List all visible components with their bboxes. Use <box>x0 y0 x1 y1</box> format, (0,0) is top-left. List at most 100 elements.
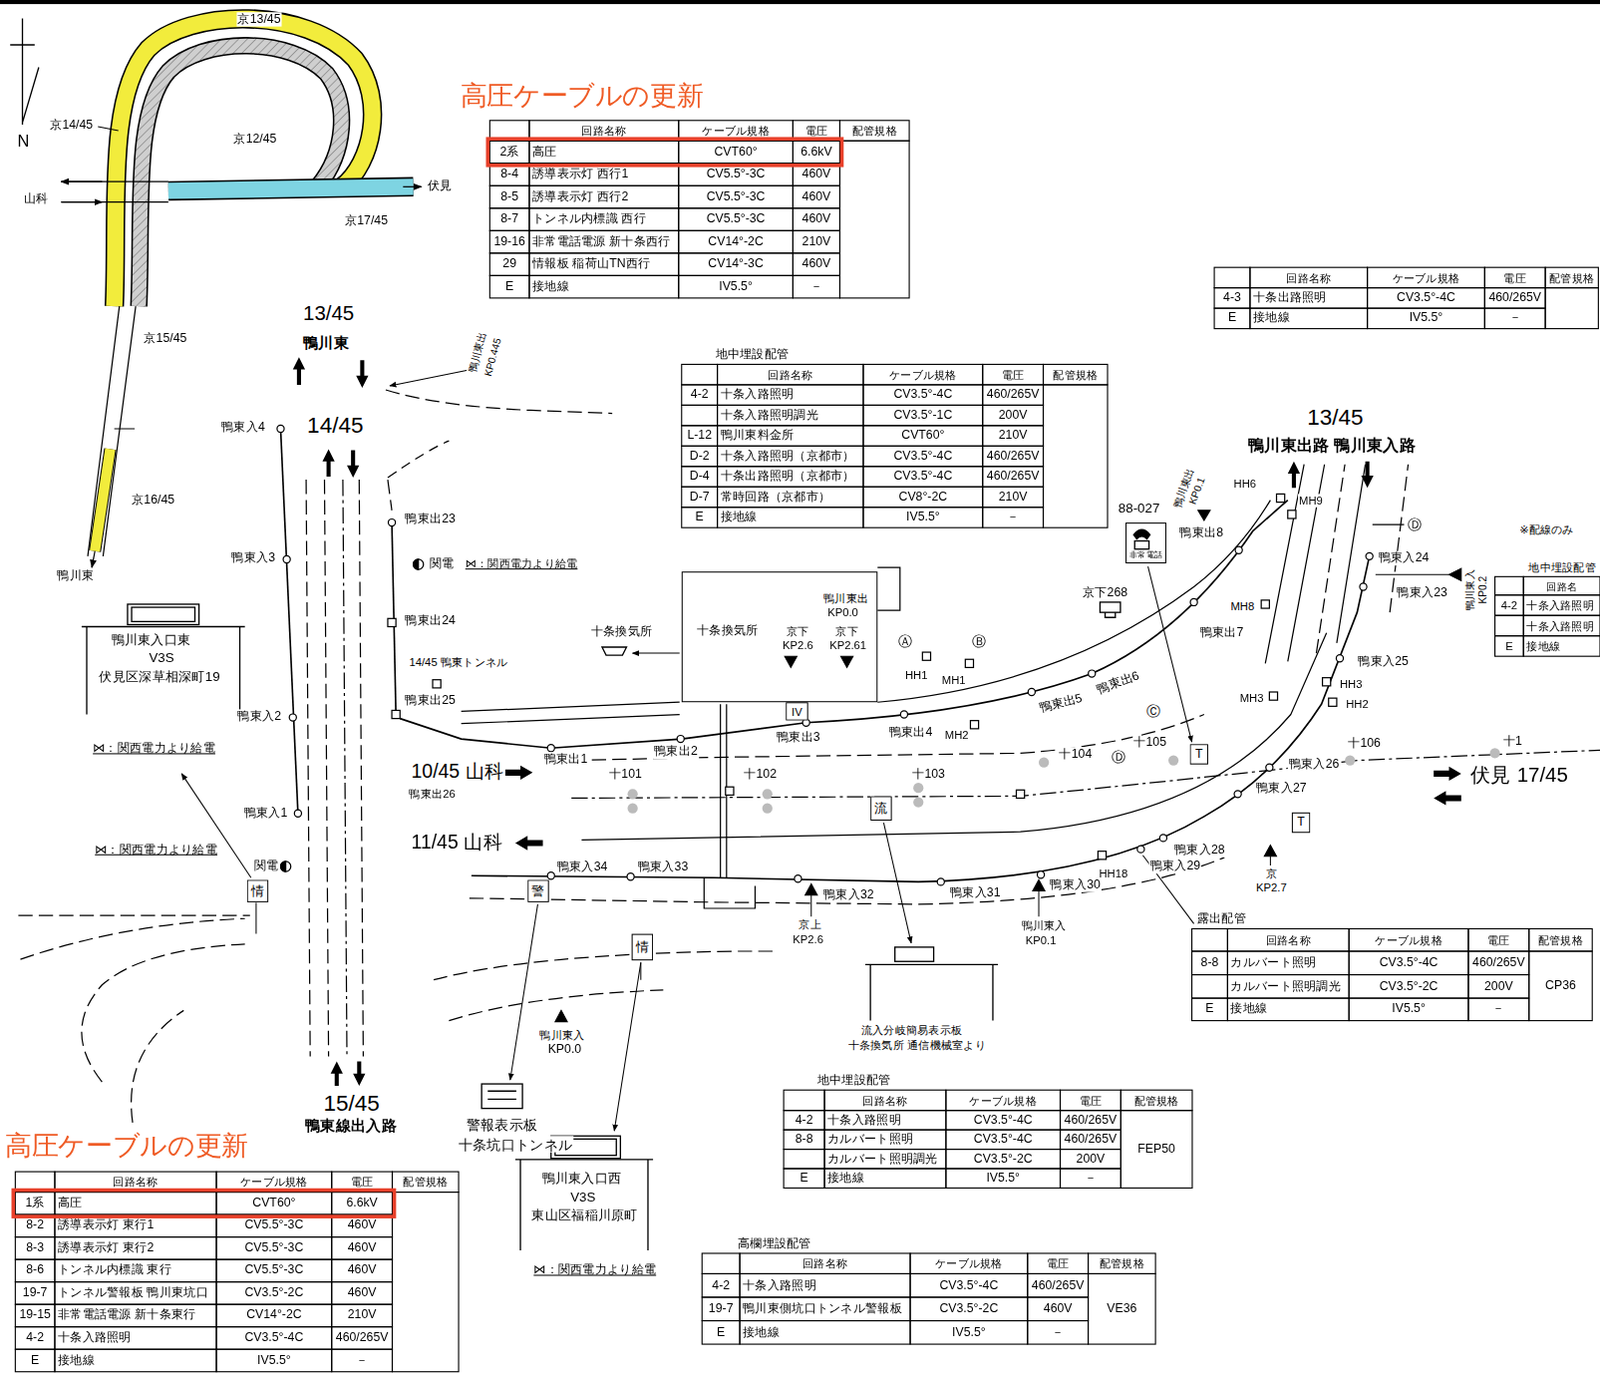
table-cell: CV3.5°-2C <box>1348 974 1469 999</box>
kp-label: 京上 <box>797 918 823 932</box>
table-line <box>792 230 840 254</box>
inset-map <box>87 306 136 557</box>
table-cell: CV3.5°-4C <box>946 1110 1061 1130</box>
lamp-dots <box>628 788 639 799</box>
table-cell: 非常電話電源 新十条東行 <box>54 1303 217 1327</box>
power-note: ⋈：関西電力より給電 <box>91 741 217 756</box>
kp-label: KP0.0 <box>826 606 860 620</box>
table-line <box>331 1326 393 1350</box>
pole-label: 鴨東入25 <box>1356 654 1410 669</box>
table-line <box>1060 1110 1122 1130</box>
inset-map <box>97 126 135 429</box>
table-cell: 接地線 <box>824 1168 947 1188</box>
table-line <box>1250 308 1368 328</box>
table-cell: IV5.5° <box>946 1168 1061 1188</box>
cable-markers <box>1027 687 1035 695</box>
pole-label: 鴨東出25 <box>403 693 457 708</box>
table-cell: 210V <box>982 425 1044 446</box>
table-cell: CV14°-3C <box>678 253 794 277</box>
table-cell: 210V <box>331 1303 393 1327</box>
table-line <box>1060 1089 1122 1110</box>
power-supply-marks <box>280 861 286 872</box>
table-header: 電圧 <box>1060 1089 1122 1110</box>
table-cell: 460V <box>792 185 840 209</box>
table-cell: － <box>1027 1320 1089 1345</box>
lamp-dots <box>913 796 924 807</box>
table-line <box>717 404 864 425</box>
table-line <box>54 1192 217 1216</box>
table-cell: CV3.5°-2C <box>910 1296 1028 1321</box>
table-lines <box>783 1089 1193 1188</box>
table-line <box>678 275 794 299</box>
table-cell: E <box>489 275 530 299</box>
table-header: 回路名称 <box>739 1253 911 1274</box>
table-line <box>529 253 679 277</box>
highlight-box <box>487 138 842 166</box>
table-line <box>982 384 1044 405</box>
table-cell: 460V <box>1027 1296 1089 1321</box>
table-lines <box>681 363 1108 528</box>
power-supply-marks <box>280 559 423 872</box>
sign-structures <box>895 947 935 961</box>
manhole-label: MH9 <box>1297 493 1324 507</box>
table-cell: 接地線 <box>54 1348 217 1372</box>
table-cell: 十条入路照明（京都市） <box>717 445 864 466</box>
table-line <box>1523 576 1600 595</box>
table-cell: 6.6kV <box>792 140 840 164</box>
road-lines <box>324 479 329 1056</box>
table-line <box>681 404 718 425</box>
cable-markers <box>277 424 285 432</box>
table-line <box>739 1273 911 1297</box>
lamp-dots <box>1168 754 1179 765</box>
table-line <box>14 1281 55 1305</box>
table-line <box>1250 267 1368 288</box>
sign-structures <box>1105 612 1116 618</box>
table-line <box>1529 951 1593 1021</box>
table-header: 配管規格 <box>1545 267 1599 288</box>
pole-label: 鴨東入29 <box>1149 859 1203 874</box>
cable-markers <box>1036 871 1044 879</box>
sign-label: 東山区福稲川原町 <box>530 1208 640 1224</box>
table-line <box>783 1168 825 1188</box>
table-line <box>331 1348 393 1372</box>
kp-markers <box>1449 568 1462 581</box>
table-cell: － <box>1468 997 1530 1021</box>
lamp-dots <box>913 782 924 793</box>
pole-label: 鴨東出1 <box>543 751 590 766</box>
node-text: 流 <box>874 800 888 816</box>
cable-markers <box>1269 691 1278 700</box>
cable-markers <box>289 713 297 721</box>
kp-label: 京下 <box>785 624 811 638</box>
power-note: ⋈：関西電力より給電 <box>464 557 580 571</box>
road-lines <box>387 440 449 478</box>
table-line <box>1495 595 1525 616</box>
table-line <box>863 466 983 487</box>
power-note: ⋈：関西電力より給電 <box>532 1263 657 1278</box>
table-line <box>1120 1110 1193 1189</box>
table-cell: トンネル内標識 東行 <box>54 1259 217 1282</box>
table-line <box>910 1253 1028 1274</box>
table-cell: 200V <box>982 404 1044 425</box>
table-cell: 接地線 <box>739 1320 911 1345</box>
cable-markers <box>1365 552 1373 560</box>
table-line <box>1214 288 1251 309</box>
table-line <box>946 1110 1061 1130</box>
place-label: 鴨川東 <box>302 333 350 352</box>
road-lines <box>306 479 311 1056</box>
road-lines <box>17 389 1600 1123</box>
kp-label: KP2.6 <box>791 933 825 947</box>
cable-markers <box>1234 790 1242 798</box>
table-line <box>717 384 864 405</box>
table-cell: － <box>792 275 840 299</box>
table-title: 高欄埋設配管 <box>736 1237 813 1252</box>
table-line <box>14 1303 55 1327</box>
direction-arrows <box>293 356 1462 1086</box>
direction-arrows <box>346 449 359 478</box>
table-cell: L-12 <box>681 425 718 446</box>
table-cell: 高圧 <box>529 140 679 164</box>
table-line <box>216 1303 332 1327</box>
table-cell: 接地線 <box>1250 308 1368 328</box>
table-cell: CV8°-2C <box>863 486 983 507</box>
pole-label: 鴨東出8 <box>1178 526 1225 541</box>
table-line <box>1192 997 1229 1021</box>
